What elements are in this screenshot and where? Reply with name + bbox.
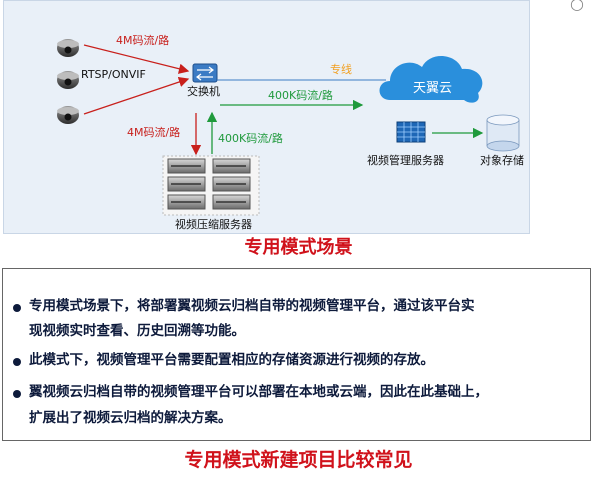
bullet-1-line-2: 现视频实时查看、历史回溯等功能。 <box>29 323 245 339</box>
rack-server-icon <box>212 194 251 210</box>
rack-server-icon <box>167 158 206 174</box>
camera-to-switch-arrow <box>83 44 190 74</box>
compression-servers-label: 视频压缩服务器 <box>175 218 252 231</box>
scene-title: 专用模式场景 <box>244 237 353 258</box>
bullet-dot-icon <box>13 358 21 366</box>
camera-icon <box>57 71 79 89</box>
camera-to-switch-label: 4M码流/路 <box>116 34 170 47</box>
switch-label: 交换机 <box>187 85 220 98</box>
footer-title: 专用模式新建项目比较常见 <box>184 449 413 471</box>
bullet-1-line-1: 专用模式场景下，将部署翼视频云归档自带的视频管理平台，通过该平台实 <box>29 298 475 314</box>
rack-server-icon <box>167 176 206 192</box>
vms-server-label: 视频管理服务器 <box>367 154 444 167</box>
bullet-3-line-2: 扩展出了视频云归档的解决方案。 <box>29 410 232 426</box>
camera-icon <box>57 39 79 57</box>
dedicated-line-label: 专线 <box>330 63 352 76</box>
object-storage-label: 对象存储 <box>480 154 524 167</box>
rack-server-icon <box>167 194 206 210</box>
vms-server-icon <box>396 121 426 143</box>
switch-icon <box>192 63 218 83</box>
bullet-dot-icon <box>13 304 21 312</box>
camera-to-switch-arrow <box>83 76 190 115</box>
cloud-icon <box>379 55 483 103</box>
bullet-2-line-1: 此模式下，视频管理平台需要配置相应的存储资源进行视频的存放。 <box>29 352 434 368</box>
bullet-list: 专用模式场景下，将部署翼视频云归档自带的视频管理平台，通过该平台实 现视频实时查… <box>2 268 591 441</box>
camera-protocol-label: RTSP/ONVIF <box>81 68 146 81</box>
corner-arc-icon: ○ <box>570 0 584 13</box>
diagram-panel: 4M码流/路 RTSP/ONVIF 交换机 4M码流/路 400K码流/路 40… <box>3 0 530 234</box>
compression-to-switch-label: 400K码流/路 <box>218 132 283 145</box>
rack-server-icon <box>212 158 251 174</box>
object-storage-icon <box>486 114 520 152</box>
rack-server-icon <box>212 176 251 192</box>
network-diagram <box>57 39 520 216</box>
switch-to-compression-label: 4M码流/路 <box>127 126 181 139</box>
cloud-label: 天翼云 <box>413 81 453 96</box>
switch-to-cloud-label: 400K码流/路 <box>268 89 333 102</box>
camera-icon <box>57 106 79 124</box>
bullet-3-line-1: 翼视频云归档自带的视频管理平台可以部署在本地或云端，因此在此基础上， <box>29 384 488 400</box>
bullet-dot-icon <box>13 390 21 398</box>
